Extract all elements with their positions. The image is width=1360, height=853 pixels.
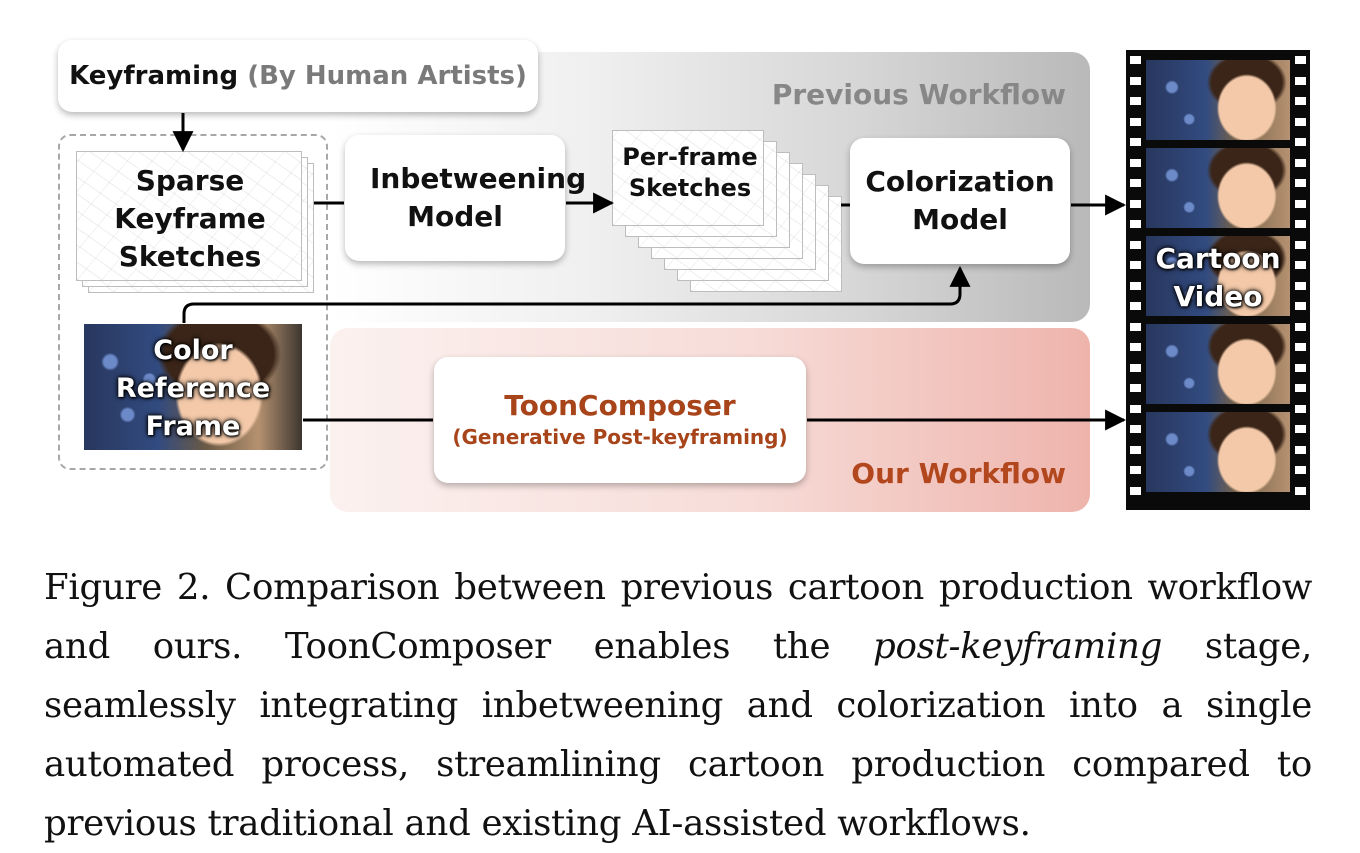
film-perforation — [1295, 302, 1306, 310]
film-perforation — [1295, 445, 1306, 454]
video-frame — [1146, 236, 1290, 316]
keyframing-note: (By Human Artists) — [247, 61, 527, 91]
figure-caption: Figure 2. Comparison between previous ca… — [44, 558, 1312, 853]
film-perforation — [1295, 322, 1306, 331]
arrow-reference-to-colorization — [182, 265, 971, 323]
film-perforation — [1130, 445, 1141, 454]
keyframing-box: Keyframing (By Human Artists) — [58, 40, 538, 112]
film-perforation — [1130, 261, 1141, 269]
film-perforation — [1130, 97, 1141, 105]
film-perforation — [1295, 158, 1306, 167]
previous-workflow-title: Previous Workflow — [771, 78, 1066, 111]
keyframing-label: Keyframing — [69, 61, 239, 91]
color-reference-frame-label: Color Reference Frame — [115, 335, 271, 442]
film-perforation — [1130, 322, 1141, 331]
tooncomposer-subtitle: (Generative Post-keyframing) — [452, 425, 788, 449]
video-frame — [1146, 60, 1290, 140]
film-perforation — [1295, 261, 1306, 269]
film-perforation — [1295, 384, 1306, 392]
film-perforation — [1295, 56, 1306, 64]
video-frame — [1146, 324, 1290, 404]
caption-emphasis: post-keyframing — [872, 625, 1163, 667]
inbetweening-model-label: Inbetweening Model — [370, 162, 587, 233]
film-perforation — [1130, 199, 1141, 208]
film-perforation — [1295, 97, 1306, 105]
film-perforation — [1130, 220, 1141, 228]
colorization-model-box: Colorization Model — [850, 138, 1070, 264]
film-perforation — [1295, 281, 1306, 290]
film-perforation — [1130, 138, 1141, 146]
sketch-sheet — [612, 130, 764, 226]
film-perforation — [1130, 343, 1141, 351]
film-perforation — [1295, 138, 1306, 146]
film-perforation — [1130, 363, 1141, 372]
video-frame — [1146, 148, 1290, 228]
color-reference-image — [84, 324, 302, 450]
connector-arrows — [172, 113, 1127, 431]
film-perforation — [1130, 466, 1141, 474]
film-perforation — [1130, 158, 1141, 167]
cartoon-video-label: Cartoon Video — [1155, 242, 1281, 313]
colorization-model-label: Colorization Model — [865, 165, 1055, 236]
tooncomposer-name: ToonComposer — [504, 389, 736, 422]
film-perforation — [1130, 240, 1141, 249]
film-perforation — [1295, 117, 1306, 126]
film-perforation — [1295, 240, 1306, 249]
film-perforation — [1295, 199, 1306, 208]
film-perforation — [1295, 486, 1306, 495]
cartoon-video-filmstrip — [1126, 50, 1310, 510]
film-perforation — [1295, 404, 1306, 413]
film-perforation — [1130, 425, 1141, 433]
film-perforation — [1130, 179, 1141, 187]
tooncomposer-box: ToonComposer (Generative Post-keyframing… — [434, 357, 806, 483]
workflow-diagram: Previous Workflow Our Workflow Sparse Ke… — [58, 40, 1310, 512]
caption-text: Figure 2. Comparison between previous ca… — [44, 566, 1312, 667]
film-perforation — [1295, 466, 1306, 474]
film-perforation — [1295, 343, 1306, 351]
per-frame-sketches-label: Per-frame Sketches — [622, 143, 758, 202]
sketch-sheet — [76, 151, 302, 281]
film-perforation — [1295, 425, 1306, 433]
film-perforation — [1295, 220, 1306, 228]
film-perforation — [1295, 76, 1306, 85]
film-perforation — [1130, 302, 1141, 310]
film-perforation — [1295, 363, 1306, 372]
film-perforation — [1130, 56, 1141, 64]
sparse-keyframe-sketches-label: Sparse Keyframe Sketches — [114, 164, 266, 273]
film-perforation — [1130, 281, 1141, 290]
video-frame — [1146, 412, 1290, 492]
film-perforation — [1295, 179, 1306, 187]
inbetweening-model-box: Inbetweening Model — [345, 135, 587, 261]
film-perforation — [1130, 404, 1141, 413]
caption-text-end: stage, seamlessly integrating inbetweeni… — [44, 625, 1312, 844]
film-perforation — [1130, 384, 1141, 392]
film-perforation — [1130, 76, 1141, 85]
film-perforation — [1130, 486, 1141, 495]
film-perforation — [1130, 117, 1141, 126]
our-workflow-title: Our Workflow — [851, 457, 1066, 490]
